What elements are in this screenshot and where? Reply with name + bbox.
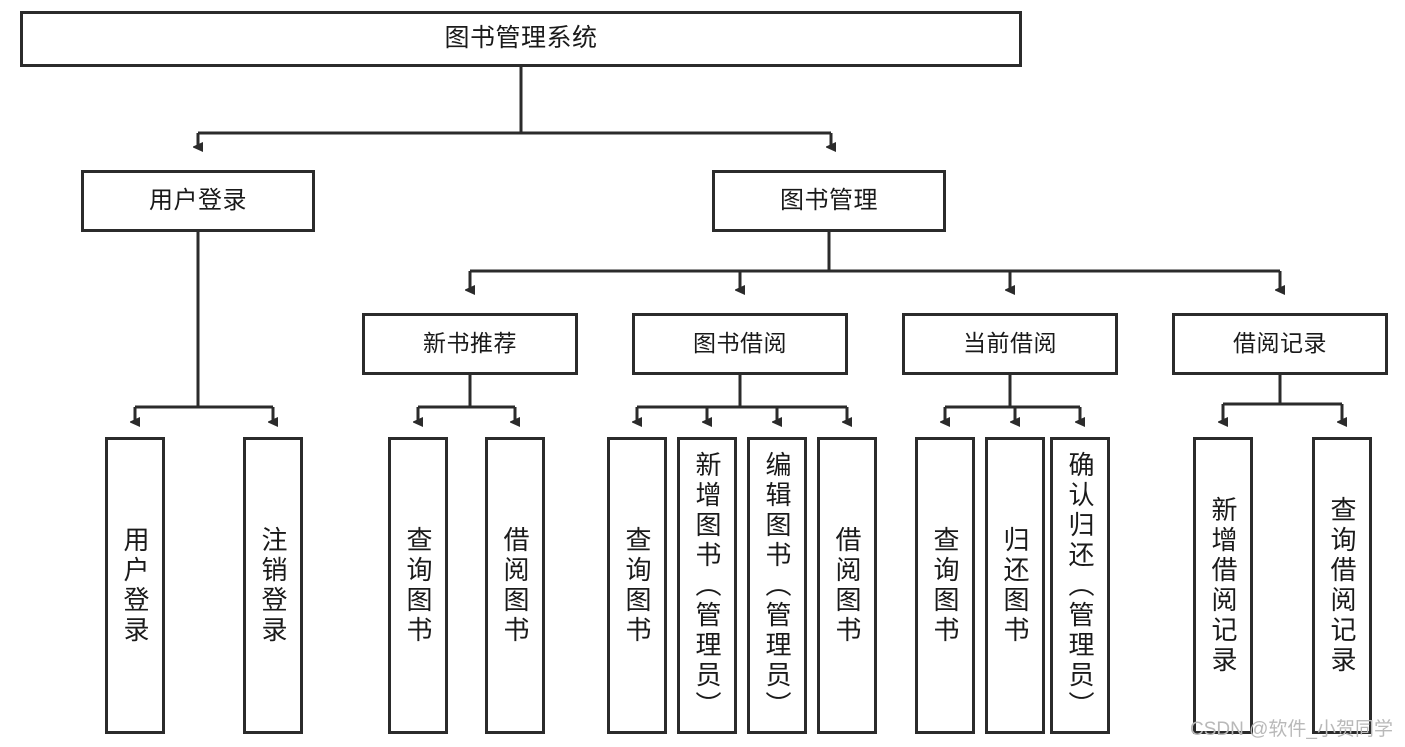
leaf-logout-label: 注销登录 (258, 525, 288, 646)
node-new-book-recommend-label: 新书推荐 (423, 330, 517, 357)
node-book-borrow[interactable]: 图书借阅 (632, 313, 848, 375)
leaf-query-book-borrow-label: 查询图书 (622, 525, 652, 646)
node-user-login[interactable]: 用户登录 (81, 170, 315, 232)
node-new-book-recommend[interactable]: 新书推荐 (362, 313, 578, 375)
leaf-borrow-book-recommend-label: 借阅图书 (500, 525, 530, 646)
node-user-login-label: 用户登录 (149, 186, 247, 214)
leaf-edit-book-admin-label: 编辑图书（管理员） (762, 450, 792, 721)
node-root-label: 图书管理系统 (444, 24, 598, 53)
leaf-borrow-book-recommend[interactable]: 借阅图书 (485, 437, 545, 734)
leaf-user-login-label: 用户登录 (120, 525, 150, 646)
node-book-management[interactable]: 图书管理 (712, 170, 946, 232)
leaf-return-book-label: 归还图书 (1000, 525, 1030, 646)
leaf-borrow-book[interactable]: 借阅图书 (817, 437, 877, 734)
leaf-logout[interactable]: 注销登录 (243, 437, 303, 734)
leaf-query-borrow-record-label: 查询借阅记录 (1327, 495, 1357, 676)
leaf-user-login[interactable]: 用户登录 (105, 437, 165, 734)
node-borrow-record-label: 借阅记录 (1233, 330, 1327, 357)
leaf-query-borrow-record[interactable]: 查询借阅记录 (1312, 437, 1372, 734)
leaf-edit-book-admin[interactable]: 编辑图书（管理员） (747, 437, 807, 734)
leaf-confirm-return-admin[interactable]: 确认归还（管理员） (1050, 437, 1110, 734)
leaf-add-borrow-record[interactable]: 新增借阅记录 (1193, 437, 1253, 734)
leaf-return-book[interactable]: 归还图书 (985, 437, 1045, 734)
leaf-query-book-borrow[interactable]: 查询图书 (607, 437, 667, 734)
node-book-borrow-label: 图书借阅 (693, 330, 787, 357)
leaf-borrow-book-label: 借阅图书 (832, 525, 862, 646)
leaf-query-book-current-label: 查询图书 (930, 525, 960, 646)
leaf-add-book-admin-label: 新增图书（管理员） (692, 450, 722, 721)
leaf-query-book-recommend[interactable]: 查询图书 (388, 437, 448, 734)
node-current-borrow-label: 当前借阅 (963, 330, 1057, 357)
leaf-query-book-recommend-label: 查询图书 (403, 525, 433, 646)
leaf-add-book-admin[interactable]: 新增图书（管理员） (677, 437, 737, 734)
node-root[interactable]: 图书管理系统 (20, 11, 1022, 67)
leaf-query-book-current[interactable]: 查询图书 (915, 437, 975, 734)
leaf-add-borrow-record-label: 新增借阅记录 (1208, 495, 1238, 676)
node-current-borrow[interactable]: 当前借阅 (902, 313, 1118, 375)
watermark: CSDN @软件_小贺同学 (1190, 719, 1393, 740)
leaf-confirm-return-admin-label: 确认归还（管理员） (1065, 450, 1095, 721)
node-book-management-label: 图书管理 (780, 186, 878, 214)
node-borrow-record[interactable]: 借阅记录 (1172, 313, 1388, 375)
